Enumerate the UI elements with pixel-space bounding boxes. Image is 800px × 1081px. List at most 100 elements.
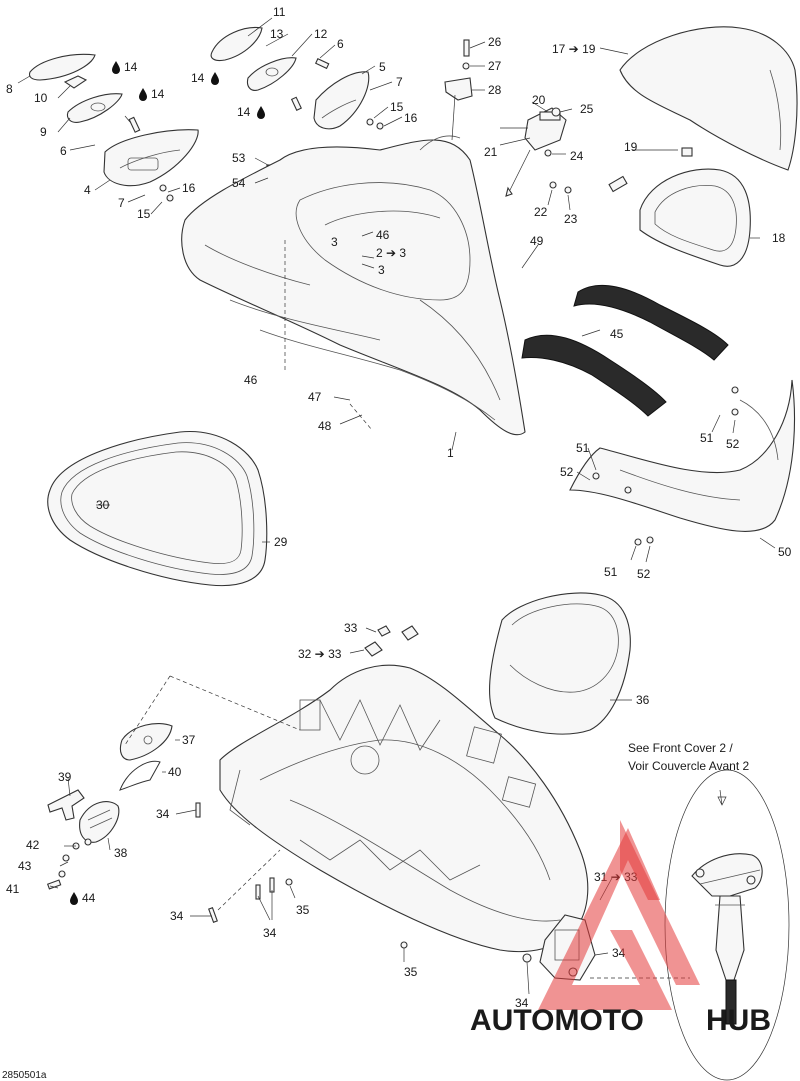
mirror-housing-right	[313, 71, 370, 130]
callout-6: 6	[337, 37, 344, 51]
callout-6: 6	[60, 144, 67, 158]
callout-46: 46	[244, 373, 258, 387]
callout-34: 34	[263, 926, 277, 940]
callout-47: 47	[308, 390, 322, 404]
callout-38: 38	[114, 846, 128, 860]
callout-11: 11	[273, 5, 286, 19]
callout-1: 1	[447, 446, 454, 460]
callout-14: 14	[191, 71, 205, 85]
callout-9: 9	[40, 125, 47, 139]
callout-12: 12	[314, 27, 328, 41]
drop-icon	[139, 88, 147, 101]
callout-33: 33	[344, 621, 358, 635]
drop-icon	[257, 106, 265, 119]
callout-52: 52	[726, 437, 740, 451]
callout-54: 54	[232, 176, 246, 190]
callout-3: 3	[378, 263, 385, 277]
callout-41: 41	[6, 882, 20, 896]
callout-13: 13	[270, 27, 284, 41]
front-cover-hood	[181, 135, 526, 436]
callout-52: 52	[560, 465, 574, 479]
callout-16: 16	[182, 181, 196, 195]
callout-3: 3	[331, 235, 338, 249]
reference-note-line1: See Front Cover 2 /	[628, 741, 733, 755]
callout-27: 27	[488, 59, 502, 73]
mirror-base-right	[246, 57, 297, 91]
watermark-text-part1: AUTOMOTO	[470, 1004, 644, 1037]
callout-45: 45	[610, 327, 624, 341]
mirror-glass-right	[210, 26, 263, 62]
callout-15: 15	[137, 207, 151, 221]
callout-23: 23	[564, 212, 578, 226]
callout-36: 36	[636, 693, 650, 707]
callout-15: 15	[390, 100, 404, 114]
callout-14: 14	[237, 105, 251, 119]
callout-46: 46	[376, 228, 390, 242]
callout-14: 14	[151, 87, 165, 101]
frame-fasteners	[195, 625, 419, 949]
callout-10: 10	[34, 91, 48, 105]
callout-52: 52	[637, 567, 651, 581]
callout-48: 48	[318, 419, 332, 433]
callout-22: 22	[534, 205, 548, 219]
lever-39	[47, 789, 85, 821]
callout-35: 35	[296, 903, 310, 917]
callout-49: 49	[530, 234, 544, 248]
callout-26: 26	[488, 35, 502, 49]
hinge-bracket-28	[444, 39, 473, 101]
bracket-37	[119, 722, 173, 761]
mirror-base-left	[66, 93, 123, 123]
callout-53: 53	[232, 151, 246, 165]
mirror-housing-left	[103, 129, 199, 187]
callout-19: 19	[624, 140, 638, 154]
callout-14: 14	[124, 60, 138, 74]
front-side-molding	[569, 379, 796, 546]
callout-7: 7	[396, 75, 403, 89]
callout-18: 18	[772, 231, 786, 245]
spring-clip-40	[119, 760, 161, 791]
latch-hinge-assembly	[500, 107, 572, 197]
callout-50: 50	[778, 545, 792, 559]
callout-43: 43	[18, 859, 32, 873]
callout-37: 37	[182, 733, 196, 747]
callout-32-33: 32 ➔ 33	[298, 647, 342, 661]
callout-42: 42	[26, 838, 40, 852]
mirror-pad-left	[63, 75, 88, 89]
cover-seal	[47, 431, 268, 587]
callout-51: 51	[576, 441, 590, 455]
windshield-small-parts	[608, 147, 693, 193]
callout-40: 40	[168, 765, 182, 779]
callout-7: 7	[118, 196, 125, 210]
callout-20: 20	[532, 93, 546, 107]
drawing-code: 2850501a	[2, 1070, 47, 1081]
callout-2-3: 2 ➔ 3	[376, 246, 406, 260]
callout-5: 5	[379, 60, 386, 74]
callout-labels: 1 2 ➔ 3 3 3 4 5 6 6 7 7 8 9 10 11 12 13 …	[6, 5, 792, 1010]
callout-16: 16	[404, 111, 418, 125]
callout-34: 34	[156, 807, 170, 821]
front-cover-2-inset	[664, 769, 790, 1081]
watermark-text-part2: HUB	[706, 1004, 771, 1037]
mirror-glass-left	[28, 53, 96, 81]
callout-35: 35	[404, 965, 418, 979]
callout-21: 21	[484, 145, 498, 159]
windshield-frame	[639, 168, 751, 267]
drop-icon	[112, 61, 120, 74]
drop-icon	[70, 892, 78, 905]
callout-44: 44	[82, 891, 96, 905]
callout-29: 29	[274, 535, 288, 549]
windshield	[619, 26, 798, 171]
callout-17-19: 17 ➔ 19	[552, 42, 596, 56]
callout-28: 28	[488, 83, 502, 97]
front-support-frame	[219, 664, 589, 953]
knob-38	[46, 801, 120, 890]
callout-34: 34	[170, 909, 184, 923]
drop-icon	[211, 72, 219, 85]
callout-4: 4	[84, 183, 91, 197]
storage-bin	[489, 592, 631, 735]
callout-51: 51	[604, 565, 618, 579]
callout-25: 25	[580, 102, 594, 116]
reference-note-line2: Voir Couvercle Avant 2	[628, 759, 750, 773]
ventilation-hose-lower	[521, 334, 667, 417]
callout-8: 8	[6, 82, 13, 96]
